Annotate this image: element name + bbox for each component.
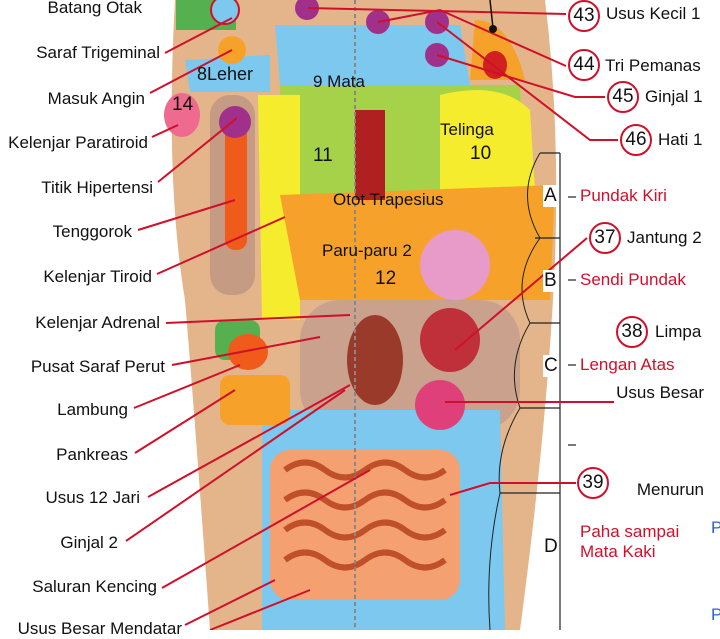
- zone-telinga: [440, 90, 535, 190]
- cut-text-1: P: [711, 518, 720, 537]
- label-batang-otak: Batang Otak: [47, 0, 142, 17]
- point-43: 43: [568, 0, 600, 32]
- section-letter-c: C: [543, 355, 559, 377]
- point-44: 44: [568, 49, 600, 81]
- zone-label-10: 10: [470, 143, 492, 164]
- zone-label-mata: 9 Mata: [313, 72, 365, 91]
- zone-label-11: 11: [313, 145, 333, 166]
- zone-label-12: 12: [375, 268, 397, 289]
- zone-label-trapesius: Otot Trapesius: [333, 190, 444, 209]
- zone-label-telinga: Telinga: [440, 120, 494, 139]
- zone-mata: [275, 25, 470, 85]
- section-label-mata-kaki: Mata Kaki: [580, 542, 656, 561]
- zone-14: [164, 93, 200, 137]
- label-pusat-saraf-perut: Pusat Saraf Perut: [30, 357, 165, 376]
- label-limpa: Limpa: [655, 322, 702, 341]
- label-masuk-angin: Masuk Angin: [47, 89, 145, 108]
- zone-label-leher: 8Leher: [197, 64, 254, 84]
- label-kelenjar-paratiroid: Kelenjar Paratiroid: [8, 133, 148, 152]
- zone-label-14: 14: [172, 94, 194, 115]
- point-45: 45: [607, 81, 639, 113]
- section-letter-b: B: [543, 270, 558, 292]
- label-ginjal-2: Ginjal 2: [60, 533, 118, 552]
- label-titik-hipertensi: Titik Hipertensi: [41, 178, 153, 197]
- cut-text-2: P: [711, 605, 720, 624]
- zone-yellow-strip: [258, 95, 300, 320]
- label-hati-1: Hati 1: [658, 130, 703, 149]
- label-tenggorok: Tenggorok: [52, 222, 132, 241]
- label-usus-12-jari: Usus 12 Jari: [45, 488, 140, 507]
- label-jantung-2: Jantung 2: [627, 228, 702, 247]
- label-usus-kecil-1: Usus Kecil 1: [606, 4, 701, 23]
- label-kelenjar-tiroid: Kelenjar Tiroid: [43, 267, 152, 286]
- label-lambung: Lambung: [57, 400, 128, 419]
- label-ginjal-1: Ginjal 1: [645, 87, 703, 106]
- section-label-pundak-kiri: Pundak Kiri: [580, 186, 667, 205]
- point-46: 46: [620, 124, 652, 156]
- label-menurun: Menurun: [636, 480, 704, 499]
- label-kelenjar-adrenal: Kelenjar Adrenal: [35, 313, 160, 332]
- zone-label-paru: Paru-paru 2: [322, 241, 412, 260]
- label-usus-besar-mendatar: Usus Besar Mendatar: [17, 619, 182, 638]
- label-saraf-trigeminal: Saraf Trigeminal: [36, 43, 160, 62]
- section-label-paha: Paha sampai: [580, 522, 680, 541]
- section-letter-d: D: [543, 536, 559, 558]
- label-pankreas: Pankreas: [56, 445, 128, 464]
- point-38: 38: [616, 316, 648, 348]
- section-letter-a: A: [543, 185, 558, 207]
- label-usus-besar: Usus Besar: [616, 383, 704, 402]
- label-tri-pemanas: Tri Pemanas: [605, 56, 701, 75]
- point-37: 37: [589, 222, 621, 254]
- section-label-lengan-atas: Lengan Atas: [580, 355, 675, 374]
- point-39: 39: [577, 467, 609, 499]
- section-label-sendi-pundak: Sendi Pundak: [580, 270, 686, 289]
- label-saluran-kencing: Saluran Kencing: [32, 577, 157, 596]
